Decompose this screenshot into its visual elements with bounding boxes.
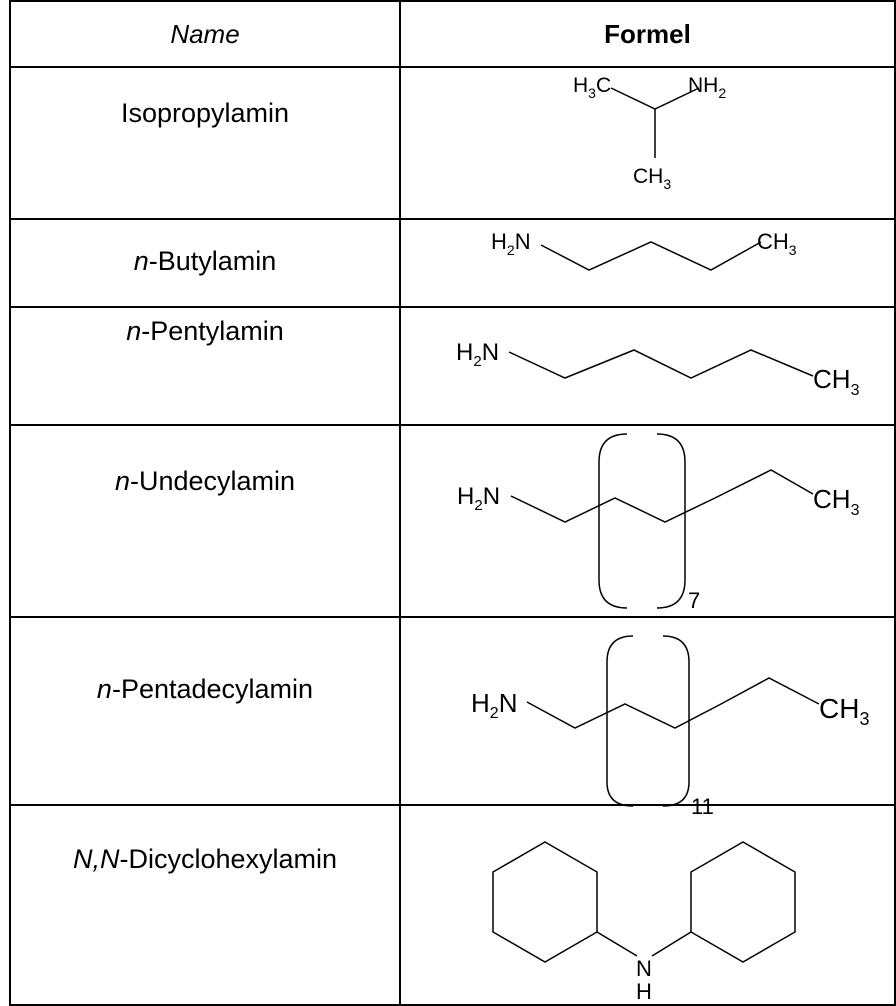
header-row: Name Formel [9, 0, 896, 68]
ch3-label: CH3 [819, 693, 869, 729]
pentylamine-structure: H2N CH3 [456, 339, 860, 399]
compound-name: n-Undecylamin [114, 466, 296, 496]
structural-formula-cell: H3C NH2 CH3 [399, 66, 896, 220]
h3c-label: H3C [573, 74, 611, 101]
h-atom-label: H [636, 979, 652, 1004]
compound-name: n-Pentylamin [126, 316, 284, 346]
h2n-label: H2N [471, 688, 517, 722]
header-formula: Formel [399, 0, 896, 68]
repeat-count-label: 7 [688, 588, 700, 613]
isopropylamine-structure: H3C NH2 CH3 [573, 74, 726, 192]
structural-formula-cell: H2N CH3 [399, 306, 896, 426]
pentadecylamine-structure: H2N 11 CH3 [471, 635, 869, 819]
ch3-label: CH3 [813, 364, 860, 399]
compound-name-cell: n-Undecylamin [9, 424, 401, 618]
table-row: n-Pentylamin H2N CH3 [9, 306, 896, 426]
h2n-label: H2N [457, 483, 500, 514]
amine-table: Name Formel Isopropylamin H3C NH2 CH3 [9, 0, 896, 1006]
ch3-label: CH3 [813, 484, 860, 519]
table-row: Isopropylamin H3C NH2 CH3 [9, 66, 896, 220]
butylamine-structure: H2N CH3 [491, 229, 797, 271]
table-row: N,N-Dicyclohexylamin N H [9, 804, 896, 1006]
table-row: n-Butylamin H2N CH3 [9, 218, 896, 308]
h2n-label: H2N [456, 339, 499, 370]
compound-name-cell: n-Pentadecylamin [9, 616, 401, 806]
compound-name: Isopropylamin [120, 98, 290, 128]
structural-formula-cell: H2N 7 CH3 [399, 424, 896, 618]
nh2-label: NH2 [688, 74, 726, 101]
compound-name-cell: n-Butylamin [9, 218, 401, 308]
compound-name: n-Butylamin [133, 246, 277, 276]
ch3-label: CH3 [633, 165, 671, 192]
table-row: n-Pentadecylamin H2N 11 CH3 [9, 616, 896, 819]
compound-name: n-Pentadecylamin [96, 674, 314, 704]
compound-name-cell: n-Pentylamin [9, 306, 401, 426]
h2n-label: H2N [491, 229, 531, 258]
compound-name-cell: Isopropylamin [9, 66, 401, 220]
table-row: n-Undecylamin H2N 7 CH3 [9, 424, 896, 618]
structural-formula-cell: N H [399, 804, 896, 1006]
compound-name: N,N-Dicyclohexylamin [72, 844, 338, 874]
structural-formula-cell: H2N CH3 [399, 218, 896, 308]
header-name: Name [9, 0, 401, 68]
dicyclohexylamine-structure: N H [492, 841, 796, 1004]
structural-formula-cell: H2N 11 CH3 [399, 616, 896, 819]
ch3-label: CH3 [757, 229, 797, 258]
undecylamine-structure: H2N 7 CH3 [457, 433, 860, 613]
n-atom-label: N [636, 956, 652, 981]
compound-name-cell: N,N-Dicyclohexylamin [9, 804, 401, 1006]
